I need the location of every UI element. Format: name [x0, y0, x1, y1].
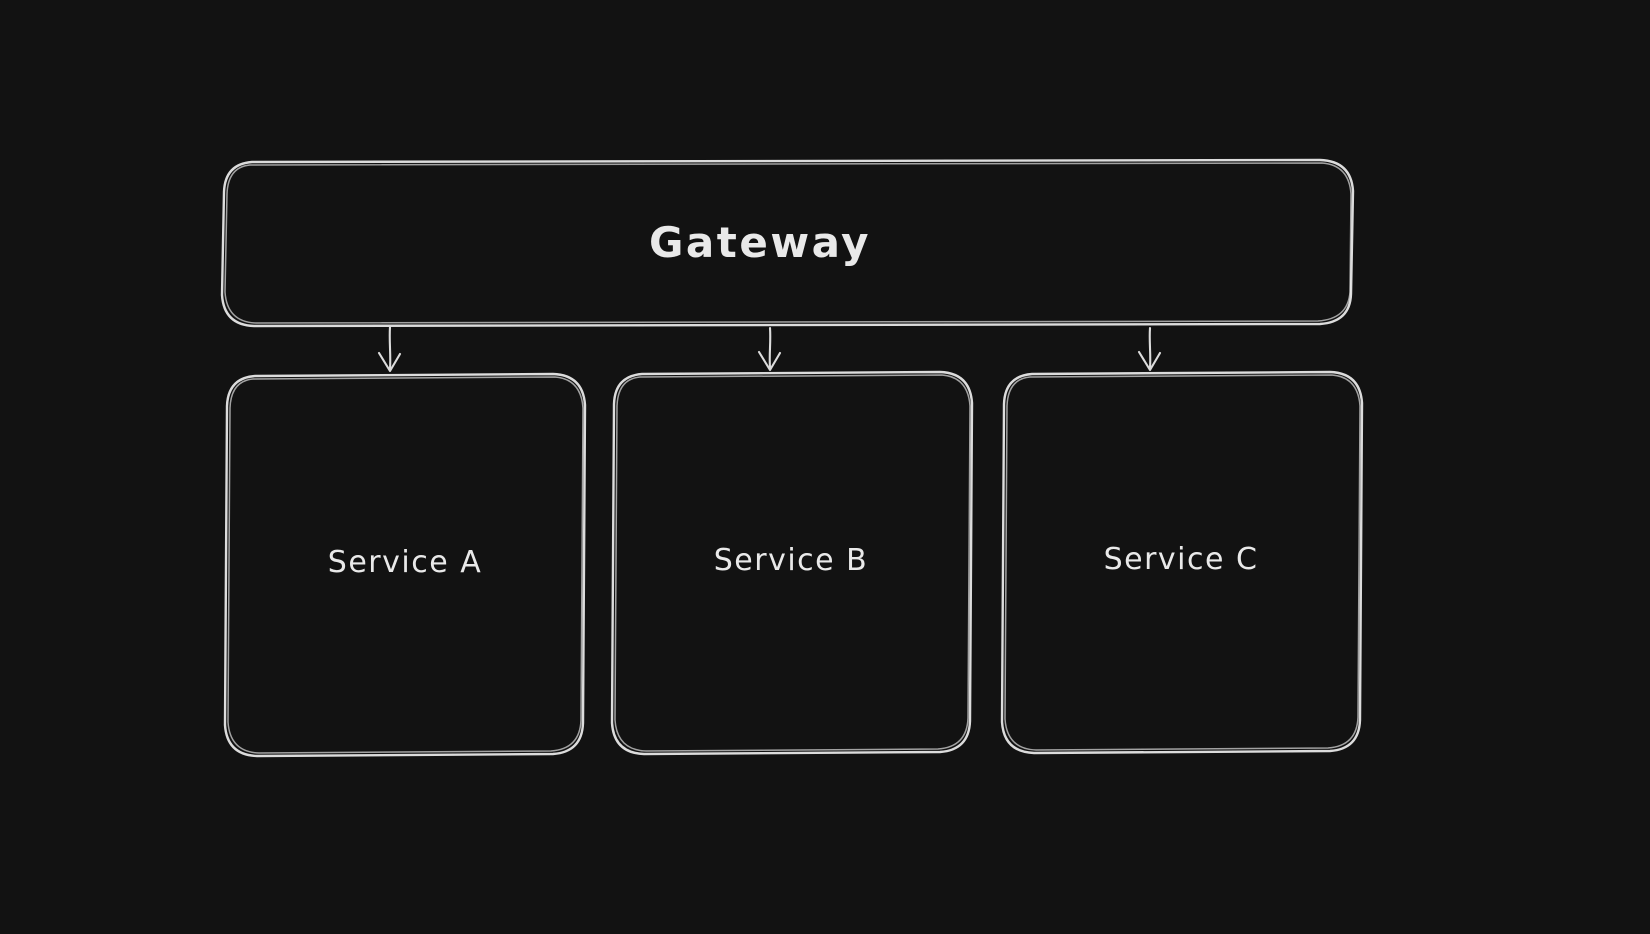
edge-gateway-service-a[interactable]: [377, 325, 402, 373]
service-a-box[interactable]: [223, 372, 587, 758]
node-service-c[interactable]: Service C: [1000, 370, 1364, 755]
service-c-label: Service C: [1104, 542, 1259, 577]
service-a-box-sketch-overlay: [227, 376, 584, 754]
gateway-box-sketch-overlay: [224, 162, 1352, 324]
service-c-box[interactable]: [1000, 370, 1364, 755]
edge-a-shaft: [388, 325, 392, 371]
edge-c-arrowhead-icon: [1137, 350, 1162, 372]
edge-a-arrowhead-icon: [377, 351, 402, 373]
service-c-box-sketch-overlay: [1004, 374, 1361, 751]
gateway-label: Gateway: [649, 218, 871, 267]
node-gateway[interactable]: Gateway: [220, 158, 1355, 328]
edge-gateway-service-c[interactable]: [1137, 326, 1162, 372]
gateway-box[interactable]: [220, 158, 1355, 328]
service-b-label: Service B: [714, 543, 869, 578]
edge-b-arrowhead-icon: [757, 350, 782, 372]
node-service-b[interactable]: Service B: [610, 370, 974, 756]
node-service-a[interactable]: Service A: [223, 372, 587, 758]
service-b-box[interactable]: [610, 370, 974, 756]
edge-gateway-service-b[interactable]: [757, 326, 782, 372]
service-a-label: Service A: [328, 545, 482, 580]
edge-c-shaft: [1148, 326, 1152, 370]
service-b-box-sketch-overlay: [614, 374, 971, 752]
edge-b-shaft: [768, 326, 772, 370]
